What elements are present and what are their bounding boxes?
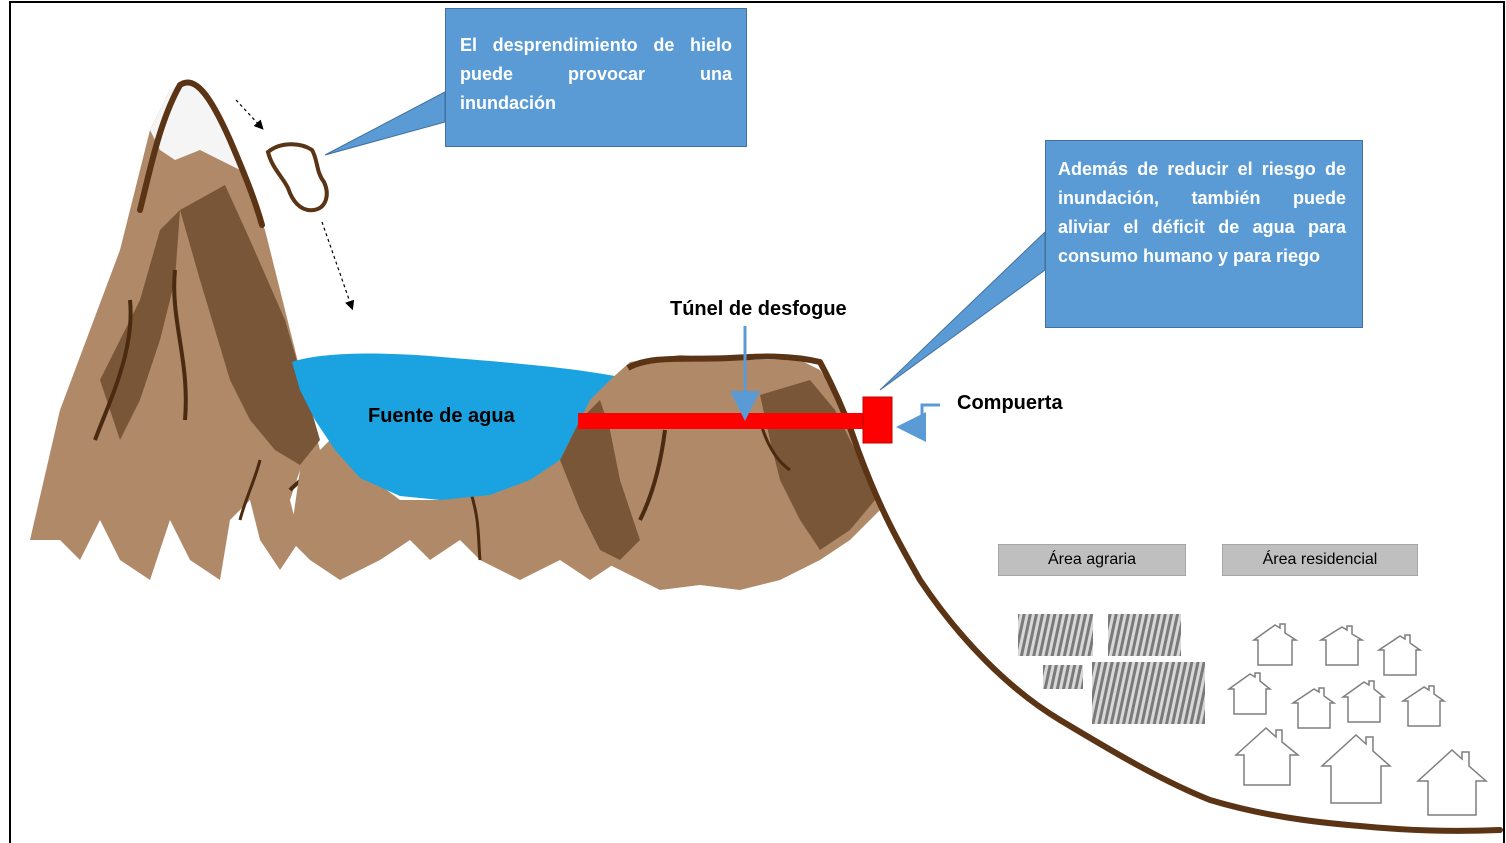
gate-label-arrow bbox=[896, 403, 940, 442]
gate bbox=[862, 396, 893, 444]
house-icon bbox=[1290, 687, 1337, 729]
agrarian-area-label: Área agraria bbox=[998, 544, 1186, 576]
benefit-callout: Además de reducir el riesgo de inundació… bbox=[1045, 140, 1363, 328]
gate-label: Compuerta bbox=[957, 392, 1063, 414]
frame-border bbox=[9, 1, 1505, 843]
ice-fall-arrow-upper bbox=[235, 99, 264, 130]
water-source-label: Fuente de agua bbox=[368, 405, 515, 427]
house-icon bbox=[1400, 685, 1447, 727]
house-icon bbox=[1376, 634, 1423, 676]
residential-houses bbox=[1226, 623, 1488, 816]
benefit-callout-pointer bbox=[879, 230, 1046, 391]
house-icon bbox=[1226, 672, 1273, 715]
ice-callout-pointer bbox=[324, 91, 446, 156]
left-mountain bbox=[30, 79, 332, 580]
house-icon bbox=[1234, 726, 1301, 786]
water-source-lake bbox=[292, 353, 620, 500]
lake-bed-rocks bbox=[290, 440, 640, 580]
house-icon bbox=[1251, 623, 1299, 666]
residential-area-label: Área residencial bbox=[1222, 544, 1418, 576]
tunnel-label: Túnel de desfogue bbox=[670, 298, 847, 320]
ice-callout-text: El desprendimiento de hielo puede provoc… bbox=[460, 35, 732, 113]
house-icon bbox=[1416, 748, 1488, 816]
agrarian-fields bbox=[1018, 614, 1205, 724]
slope-line bbox=[817, 359, 1503, 834]
house-icon bbox=[1318, 625, 1365, 666]
outflow-tunnel bbox=[578, 413, 864, 429]
house-icon bbox=[1340, 680, 1387, 723]
ice-fall-arrow-lower bbox=[321, 221, 355, 311]
ice-callout: El desprendimiento de hielo puede provoc… bbox=[445, 8, 747, 147]
benefit-callout-text: Además de reducir el riesgo de inundació… bbox=[1058, 159, 1346, 266]
house-icon bbox=[1320, 733, 1392, 804]
ice-block bbox=[265, 142, 329, 213]
